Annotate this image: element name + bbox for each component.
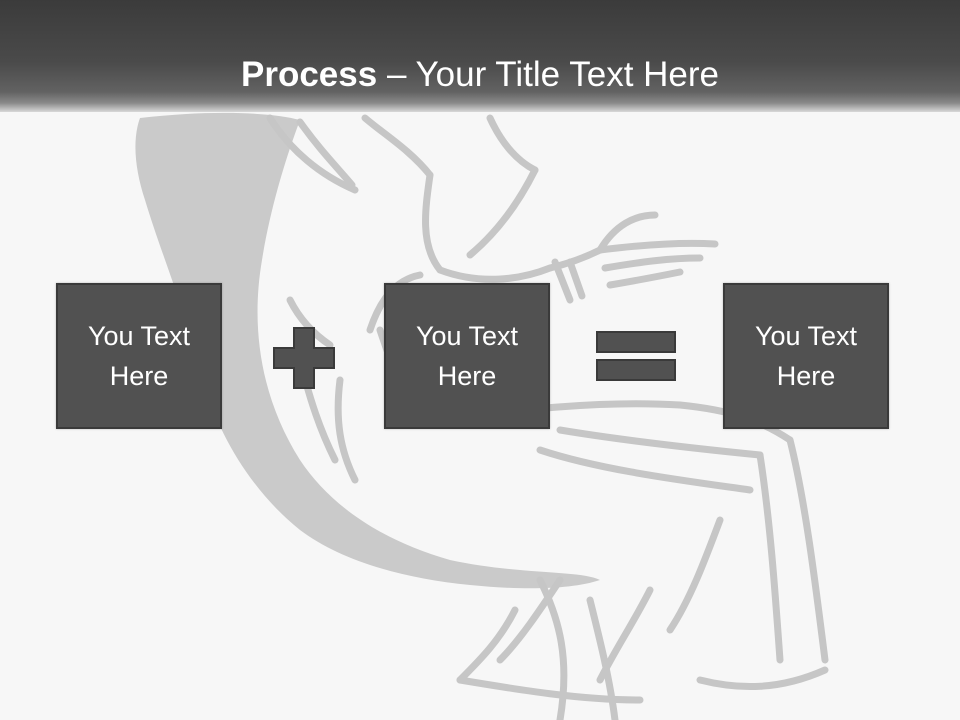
slide-title: Process – Your Title Text Here <box>0 54 960 96</box>
process-box-1-text: You Text Here <box>87 321 191 391</box>
process-box-3[interactable]: You Text Here <box>723 283 889 429</box>
process-box-2[interactable]: You Text Here <box>384 283 550 429</box>
plus-icon <box>273 327 335 389</box>
title-bold-part: Process <box>241 55 378 94</box>
process-box-3-text: You Text Here <box>754 321 858 391</box>
title-bar: Process – Your Title Text Here <box>0 0 960 112</box>
process-box-2-text: You Text Here <box>415 321 519 391</box>
title-rest-part: – Your Title Text Here <box>377 55 719 94</box>
equals-icon <box>596 331 676 381</box>
process-box-1[interactable]: You Text Here <box>56 283 222 429</box>
